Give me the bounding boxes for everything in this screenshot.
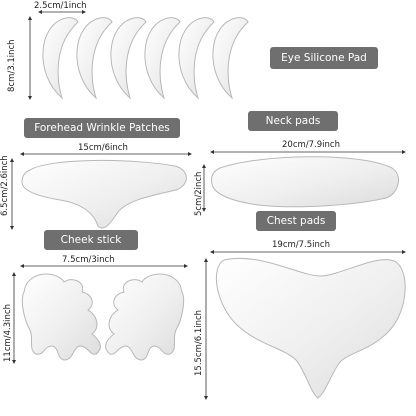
forehead-pad xyxy=(21,159,187,229)
eye-width-dimension: 2.5cm/1inch xyxy=(34,1,87,11)
eye-pad-label: Eye Silicone Pad xyxy=(270,47,378,69)
chest-pad xyxy=(215,257,406,399)
neck-label: Neck pads xyxy=(248,111,338,131)
cheek-height-dimension: 11cm/4.3inch xyxy=(3,304,13,362)
forehead-width-dimension: 15cm/6inch xyxy=(78,143,128,153)
eye-pad-3 xyxy=(110,17,147,100)
eye-height-dimension: 8cm/3.1inch xyxy=(7,39,17,92)
neck-height-dimension: 5cm/2inch xyxy=(194,171,204,216)
eye-pad-6 xyxy=(212,17,249,100)
cheek-label: Cheek stick xyxy=(44,230,138,250)
neck-pad xyxy=(211,156,400,208)
neck-width-dimension: 20cm/7.9inch xyxy=(282,140,340,150)
eye-pad-2 xyxy=(76,17,113,100)
eye-pads-group xyxy=(42,17,249,100)
forehead-label: Forehead Wrinkle Patches xyxy=(24,118,180,138)
eye-pad-5 xyxy=(178,17,215,100)
eye-pad-1 xyxy=(42,17,79,100)
cheek-pad-left xyxy=(21,273,101,361)
chest-label: Chest pads xyxy=(256,211,336,231)
chest-width-dimension: 19cm/7.5inch xyxy=(272,240,330,250)
chest-height-dimension: 15.5cm/6.1inch xyxy=(194,309,204,376)
eye-pad-4 xyxy=(144,17,181,100)
cheek-width-dimension: 7.5cm/3inch xyxy=(62,255,115,265)
forehead-height-dimension: 6.5cm/2.6inch xyxy=(0,155,10,216)
cheek-pad-right xyxy=(105,273,185,361)
dimension-lines xyxy=(10,10,406,400)
